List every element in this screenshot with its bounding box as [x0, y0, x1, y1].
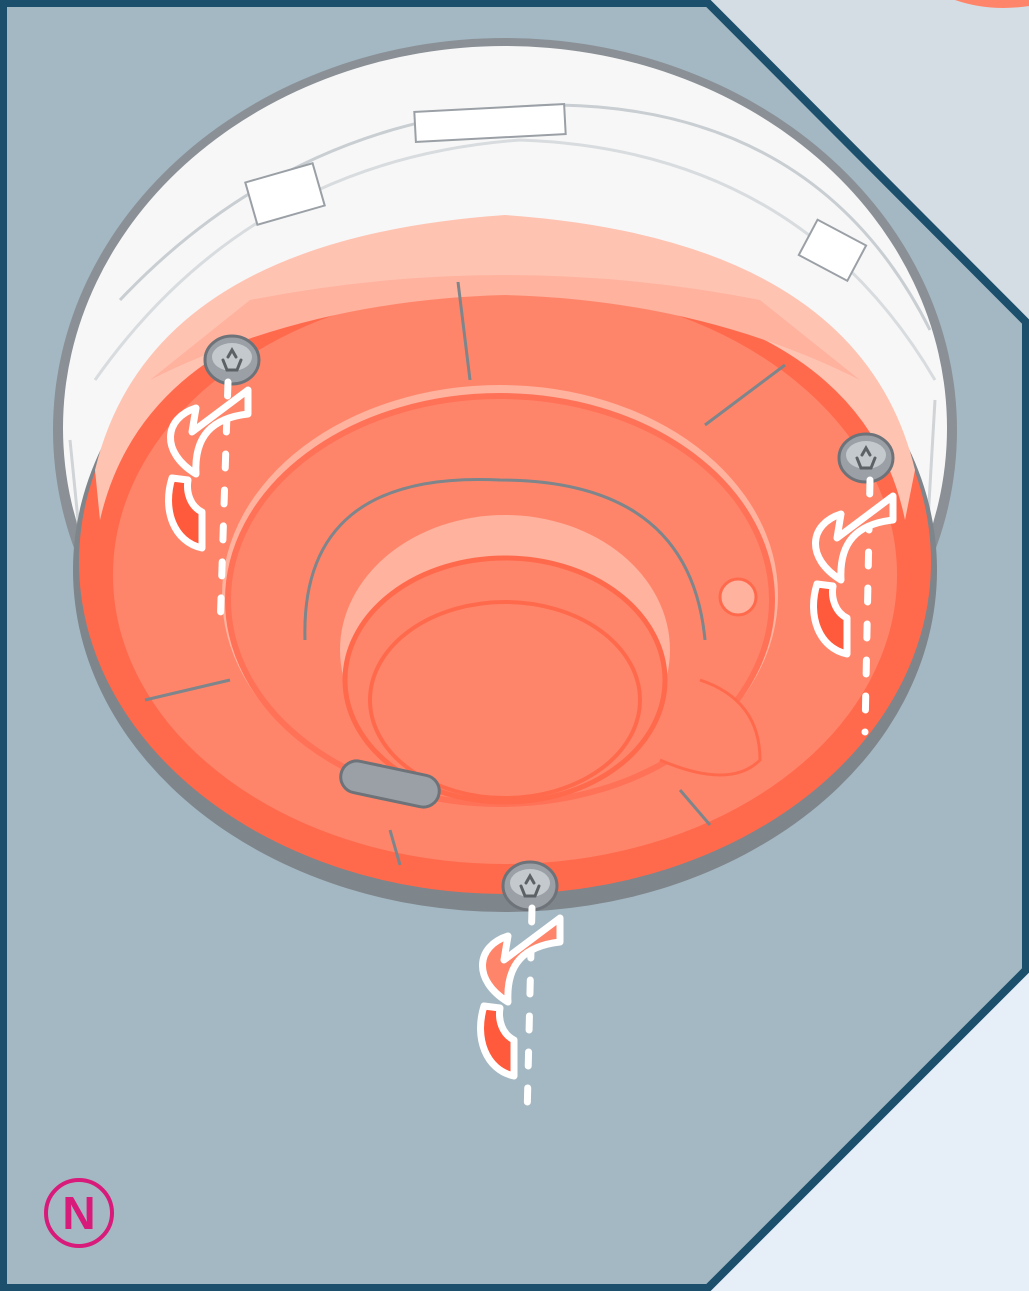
screw-icon	[205, 336, 259, 384]
screw-icon	[839, 434, 893, 482]
step-badge: N	[44, 1178, 114, 1248]
detector-base	[73, 215, 937, 912]
step-label: N	[62, 1190, 95, 1236]
screw-icon	[503, 862, 557, 910]
